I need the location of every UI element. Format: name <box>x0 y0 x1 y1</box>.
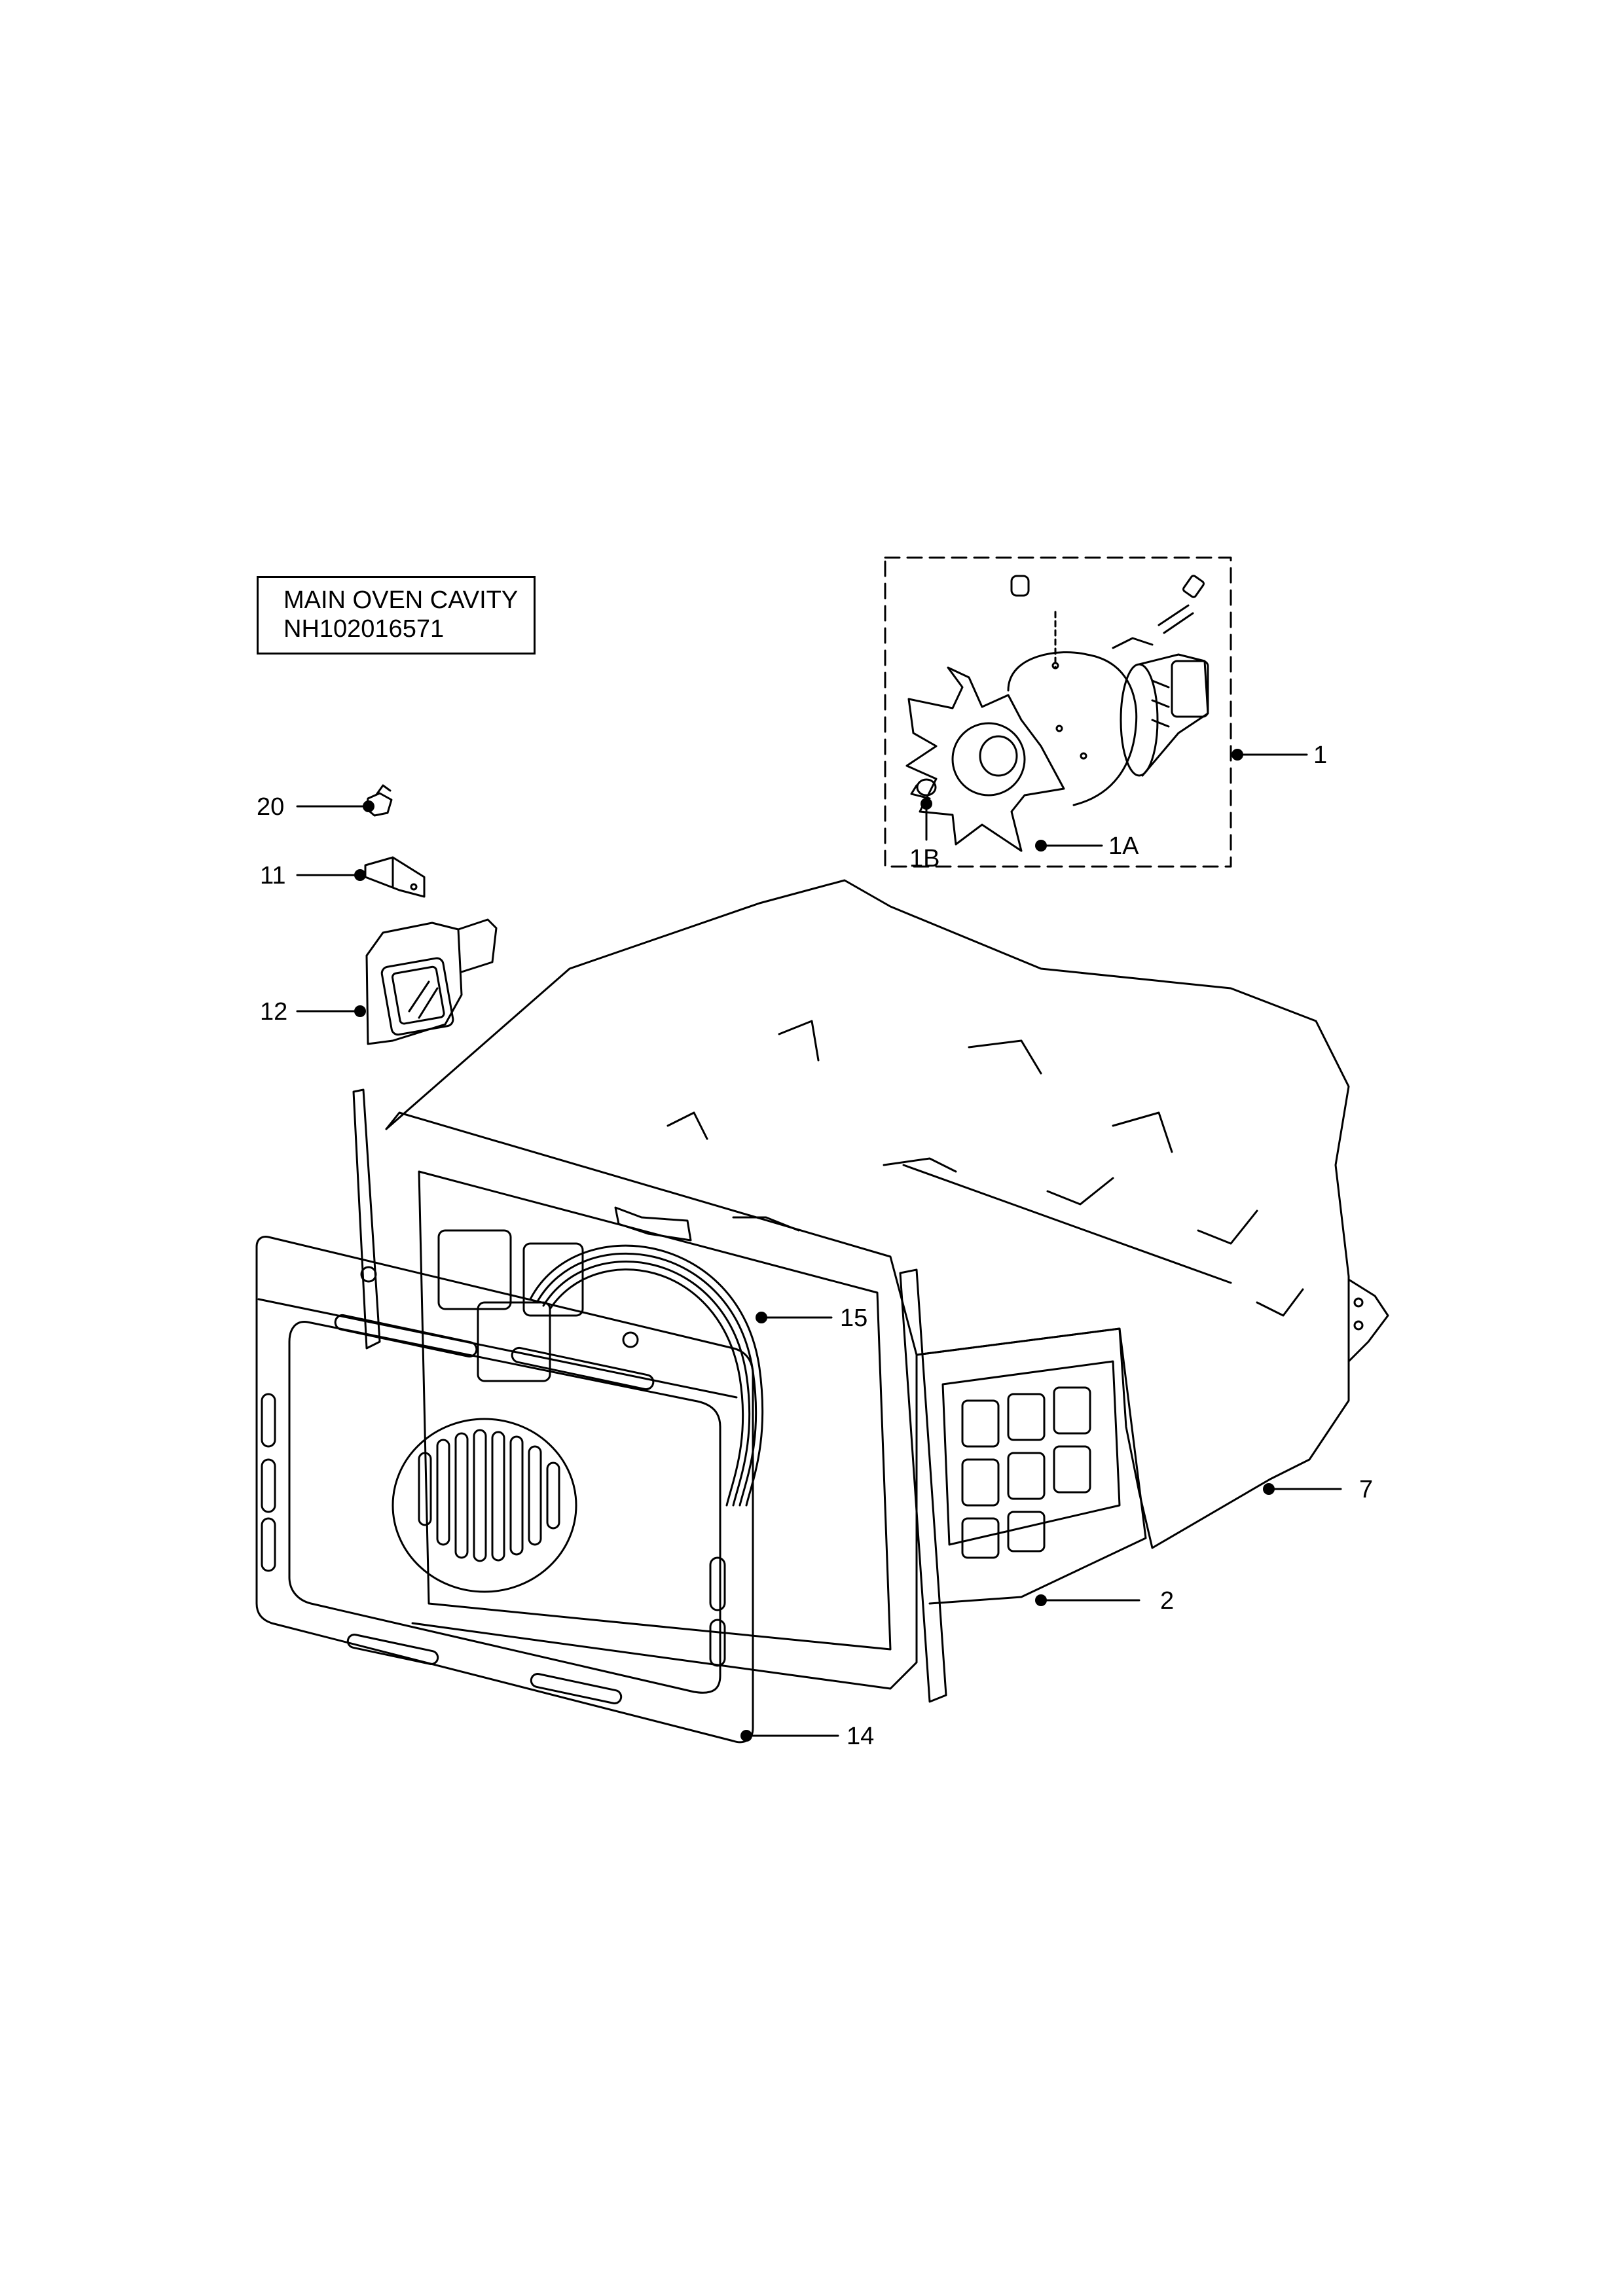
callout-1a: 1A <box>1108 833 1139 860</box>
diagram-code: NH102016571 <box>283 615 445 643</box>
title-box: MAIN OVEN CAVITY NH102016571 <box>257 576 536 655</box>
dot-1b <box>921 798 932 810</box>
part-14-front-panel <box>255 1236 754 1744</box>
callout-1b: 1B <box>909 845 939 872</box>
dot-11 <box>354 869 366 881</box>
dot-1a <box>1035 840 1047 852</box>
callout-11: 11 <box>260 862 285 889</box>
callout-20: 20 <box>257 793 284 821</box>
callout-12: 12 <box>260 998 287 1026</box>
dot-20 <box>363 800 374 812</box>
oven-cavity-insulation <box>385 879 1389 1549</box>
part-11-bracket <box>364 856 426 898</box>
dot-14 <box>740 1730 752 1742</box>
part-15-seal <box>529 1244 764 1507</box>
callout-15: 15 <box>840 1304 867 1332</box>
callout-1: 1 <box>1313 742 1327 769</box>
dot-2 <box>1035 1594 1047 1606</box>
fan-assembly-dashed-box <box>884 556 1232 868</box>
callout-7: 7 <box>1359 1476 1373 1503</box>
fan-grille <box>392 1418 577 1593</box>
cavity-side-frame <box>352 1088 1147 1703</box>
dot-7 <box>1263 1483 1275 1495</box>
fan-motor-assembly <box>905 575 1209 852</box>
dot-15 <box>756 1312 767 1323</box>
part-12-lamp <box>365 918 498 1045</box>
dot-1 <box>1231 749 1243 761</box>
diagram-title: MAIN OVEN CAVITY <box>283 586 519 614</box>
dot-12 <box>354 1005 366 1017</box>
callout-2: 2 <box>1160 1587 1174 1615</box>
callout-14: 14 <box>847 1723 874 1750</box>
